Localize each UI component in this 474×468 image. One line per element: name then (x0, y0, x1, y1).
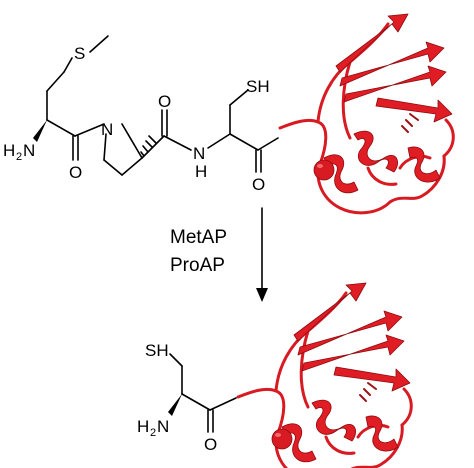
atom-amine-h: H (3, 141, 15, 160)
atom-o1: O (69, 163, 82, 182)
atom-sh: SH (246, 77, 270, 96)
product-atom-o: O (204, 435, 217, 454)
atom-amine-n: N (23, 141, 35, 160)
peptide-structure: S H 2 N O N O N H SH O (3, 35, 279, 194)
atom-amine-subscript: 2 (16, 151, 22, 163)
atom-n-amide: N (193, 144, 205, 163)
hashed-bond (140, 135, 157, 157)
atom-h-amide: H (195, 162, 207, 181)
enzyme-label-metap: MetAP (170, 227, 228, 248)
product-atom-sh: SH (145, 341, 169, 360)
product-atom-amine-subscript: 2 (150, 427, 156, 439)
atom-o3: O (252, 175, 265, 194)
atom-n-proline: N (101, 120, 113, 139)
protein-top (278, 12, 455, 215)
atom-s-thioether: S (74, 44, 85, 63)
product-atom-amine-h: H (137, 417, 149, 436)
enzyme-label-proap: ProAP (170, 255, 225, 276)
reaction-arrow (256, 207, 268, 302)
product-atom-amine-n: N (157, 417, 169, 436)
atom-o2: O (158, 92, 171, 111)
product-structure: SH H 2 N O (137, 341, 237, 454)
protein-bottom (236, 281, 413, 468)
